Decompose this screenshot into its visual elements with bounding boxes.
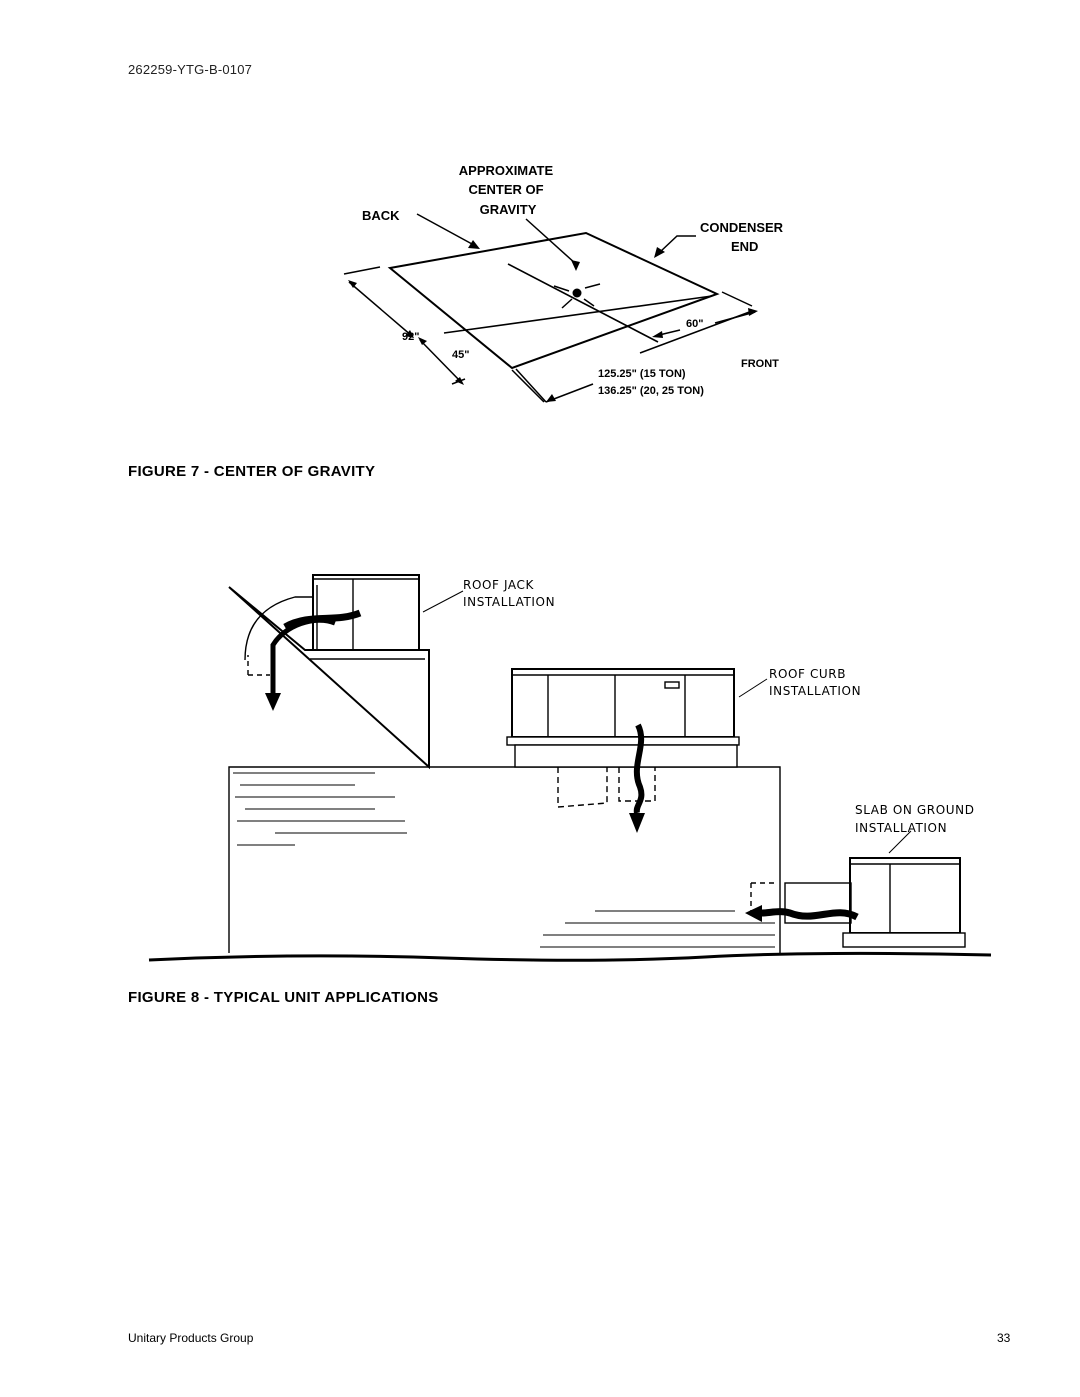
condenser-label-1: CONDENSER <box>700 220 784 235</box>
building-outline <box>228 766 781 953</box>
cg-dot <box>572 288 582 298</box>
roof-jack-label-2: INSTALLATION <box>463 595 555 609</box>
roof-curb <box>514 744 738 768</box>
condenser-label-2: END <box>731 239 758 254</box>
document-id: 262259-YTG-B-0107 <box>128 62 253 77</box>
roof-curb-unit <box>511 668 735 738</box>
roof-curb-base <box>506 736 740 746</box>
slab-label-1: SLAB ON GROUND <box>855 803 975 817</box>
unit-outline <box>387 231 720 370</box>
cg-pointer <box>525 218 577 265</box>
cg-guide-line <box>507 263 659 343</box>
footer-company: Unitary Products Group <box>128 1331 254 1345</box>
cg-label-1: APPROXIMATE <box>459 163 554 178</box>
brick-pattern <box>233 772 775 948</box>
back-pointer <box>416 213 473 245</box>
cg-label-2: CENTER OF <box>468 182 543 197</box>
dim-15ton-label: 125.25" (15 TON) <box>598 368 686 380</box>
front-label: FRONT <box>741 358 779 370</box>
condenser-pointer <box>659 235 696 253</box>
slab-airflow-arrow <box>761 908 859 921</box>
roof-jack-unit <box>312 574 420 651</box>
roof-curb-label-2: INSTALLATION <box>769 684 861 698</box>
page-number: 33 <box>997 1331 1011 1345</box>
roof-curb-airflow-arrow <box>633 723 645 814</box>
cg-guide-line <box>443 295 713 334</box>
dim-45-label: 45" <box>452 349 469 361</box>
back-label: BACK <box>362 208 400 223</box>
typical-unit-applications-illustration: ROOF JACK INSTALLATION ROOF CURB INSTALL… <box>148 574 992 962</box>
ground-line <box>148 951 992 962</box>
slab-pad <box>842 932 966 948</box>
dim-20-25ton-label: 136.25" (20, 25 TON) <box>598 385 704 397</box>
figure-8-caption: FIGURE 8 - TYPICAL UNIT APPLICATIONS <box>128 989 439 1006</box>
roof-jack-label-1: ROOF JACK <box>463 578 534 592</box>
slab-unit <box>849 857 961 934</box>
cg-label-3: GRAVITY <box>480 202 537 217</box>
roof-curb-label-1: ROOF CURB <box>769 667 846 681</box>
dim-60-label: 60" <box>686 318 703 330</box>
dim-92-label: 92" <box>402 331 419 343</box>
center-of-gravity-diagram: APPROXIMATE CENTER OF GRAVITY BACK CONDE… <box>343 163 784 403</box>
figure-7-caption: FIGURE 7 - CENTER OF GRAVITY <box>128 463 376 480</box>
slab-label-2: INSTALLATION <box>855 821 947 835</box>
